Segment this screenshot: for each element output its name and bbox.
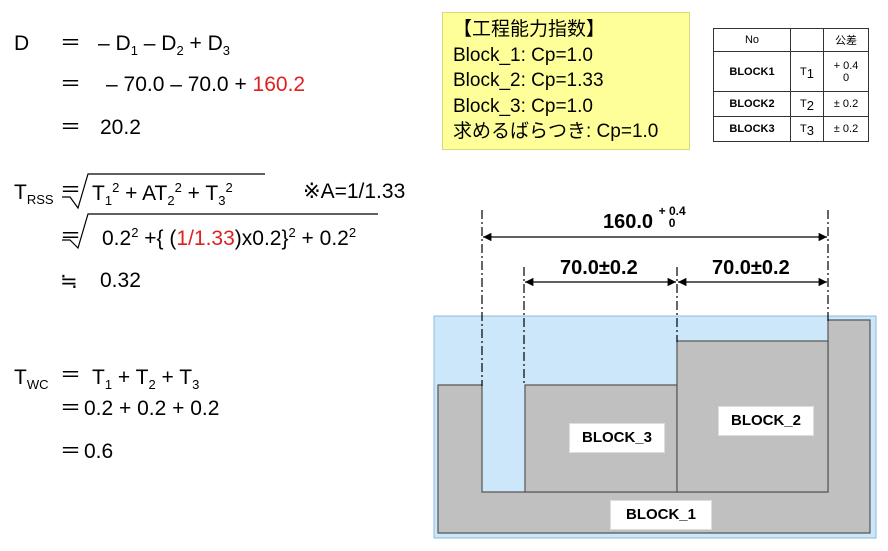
d-values: – 70.0 – 70.0 + 160.2 [106,73,306,96]
table-row: BLOCK3 T3 ± 0.2 [713,116,869,142]
t-wc-symbol: TWC [14,366,49,393]
table-header-row: No 公差 [713,28,869,52]
info-title: 【工程能力指数】 [453,19,606,40]
equals-sign: ＝ [60,179,81,202]
rss-result: 0.32 [100,269,141,292]
approx-sign: ≒ [60,270,78,293]
block-1-label: BLOCK_1 [610,500,712,530]
info-line: Block_3: Cp=1.0 [453,95,593,117]
wc-values: 0.2 + 0.2 + 0.2 [84,397,220,420]
equals-sign: ＝ [60,73,81,96]
equals-sign: ＝ [60,397,81,420]
equals-sign: ＝ [60,440,81,463]
equals-sign: ＝ [60,225,81,248]
header-no: No [713,28,791,52]
tolerance-value: ± 0.2 [823,91,869,117]
a-note: ※A=1/1.33 [303,180,406,203]
block-no: BLOCK2 [713,91,791,117]
info-line: Block_1: Cp=1.0 [453,44,593,66]
info-line: Block_2: Cp=1.33 [453,70,604,91]
block-3-dimension: 70.0±0.2 [560,257,638,279]
block-no: BLOCK3 [713,116,791,142]
t-rss-symbol: TRSS [14,181,54,208]
d-expression: – D1 – D2 + D3 [98,32,231,59]
highlight-ratio: 1/1.33 [176,227,235,250]
tolerance-symbol: T1 [790,51,824,92]
tolerance-symbol: T2 [790,91,824,117]
rss-values: 0.22 +{ (1/1.33)x0.2}2 + 0.22 [102,225,357,250]
d-result: 20.2 [100,116,141,139]
tolerance-symbol: T3 [790,116,824,142]
rss-expression: T12 + AT22 + T32 [92,180,233,209]
wc-expression: T1 + T2 + T3 [92,366,200,393]
extension-lines [481,210,829,386]
sqrt-signs [62,173,378,250]
header-tolerance: 公差 [823,28,869,52]
overall-dimension: 160.0 + 0.4 0 [603,204,686,233]
block-3-label: BLOCK_3 [569,423,665,453]
d-symbol: D [14,32,30,55]
header-symbol [790,28,824,52]
block-2-dimension: 70.0±0.2 [712,257,790,279]
wc-result: 0.6 [84,440,114,463]
table-row: BLOCK2 T2 ± 0.2 [713,91,869,117]
equals-sign: ＝ [60,364,81,387]
equals-sign: ＝ [60,116,81,139]
highlight-value: 160.2 [252,73,306,96]
block-2-label: BLOCK_2 [718,406,814,436]
process-capability-box: 【工程能力指数】 Block_1: Cp=1.0 Block_2: Cp=1.3… [442,12,690,150]
tolerance-value: ± 0.2 [823,116,869,142]
block-no: BLOCK1 [713,51,791,92]
info-line: 求めるばらつき: Cp=1.0 [453,121,659,142]
equals-sign: ＝ [60,32,81,55]
